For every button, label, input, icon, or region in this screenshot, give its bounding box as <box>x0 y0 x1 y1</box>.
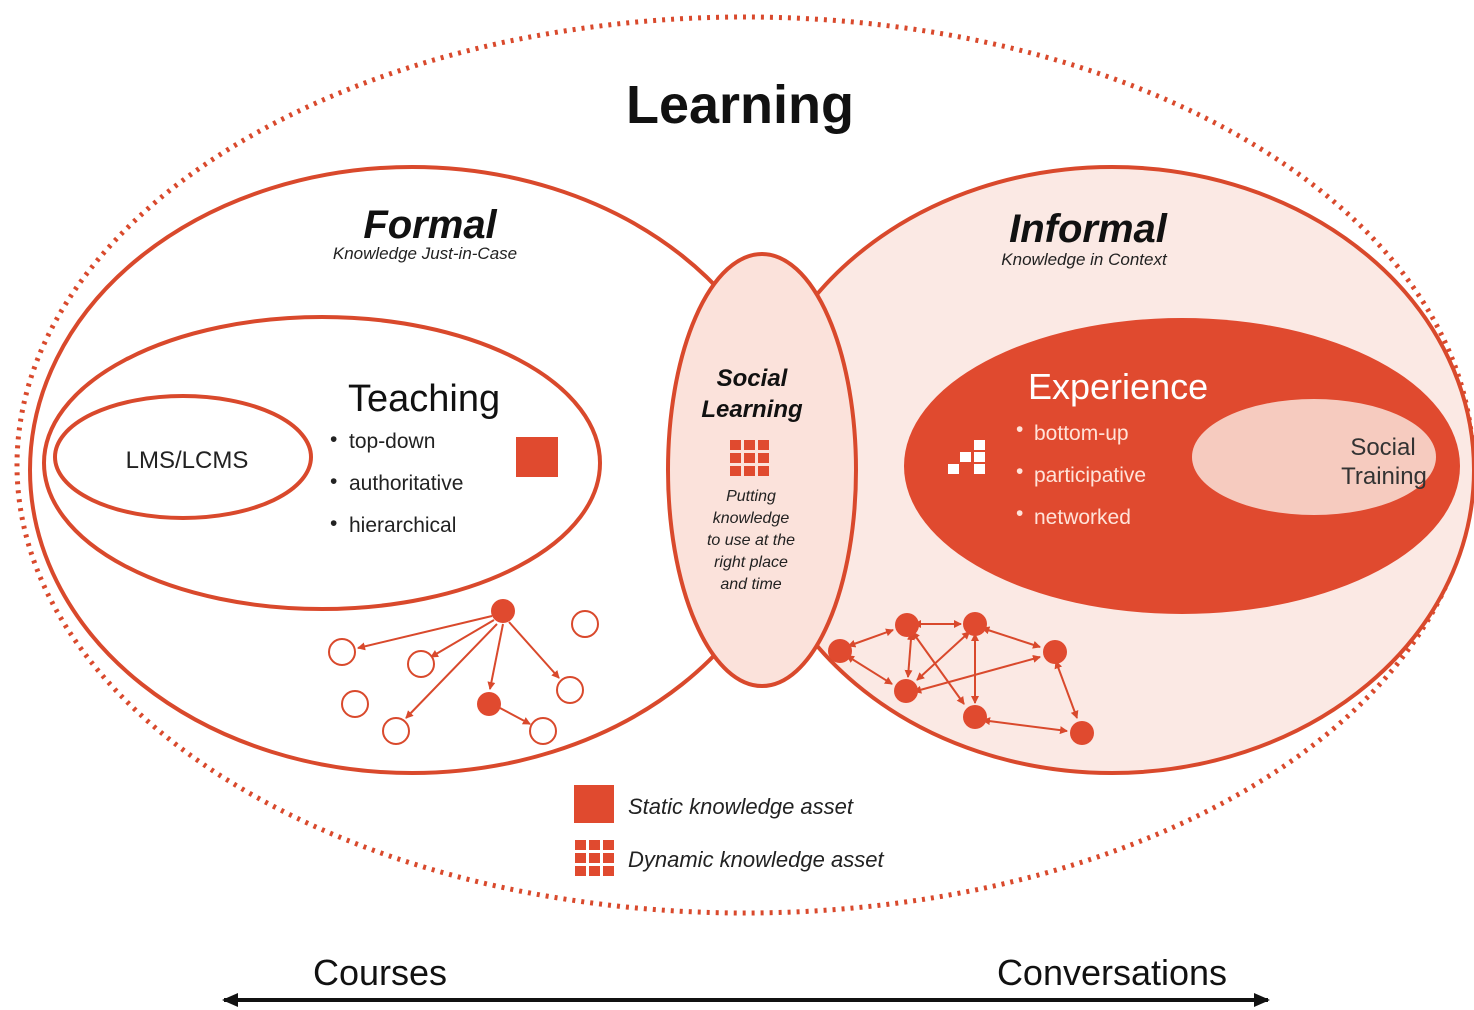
legend-static-label: Static knowledge asset <box>628 794 854 819</box>
experience-bullet: bottom-up <box>1034 422 1129 445</box>
network-node <box>571 610 599 638</box>
teaching-bullets: • top-down • authoritative • hierarchica… <box>330 428 463 537</box>
experience-ellipse <box>904 318 1460 614</box>
teaching-heading: Teaching <box>348 378 500 420</box>
teaching-bullet: authoritative <box>349 472 463 495</box>
experience-heading: Experience <box>1028 366 1208 407</box>
svg-text:•: • <box>330 470 337 493</box>
network-node <box>556 676 584 704</box>
legend-dynamic-swatch <box>575 840 614 876</box>
network-node <box>963 705 987 729</box>
social-learning-description: to use at the <box>707 532 795 549</box>
network-node <box>1043 640 1067 664</box>
teaching-ellipse <box>42 315 602 611</box>
lms-label: LMS/LCMS <box>126 447 249 474</box>
network-node <box>1070 721 1094 745</box>
social-training-ellipse <box>1192 399 1436 515</box>
social-learning-heading: Social <box>717 365 789 392</box>
network-node <box>895 613 919 637</box>
network-node <box>963 612 987 636</box>
social-learning-description: knowledge <box>713 510 790 527</box>
network-node <box>894 679 918 703</box>
static-asset-icon <box>516 437 558 477</box>
network-node <box>477 692 501 716</box>
scattered-asset-icon <box>948 440 985 474</box>
svg-text:•: • <box>330 512 337 535</box>
social-learning-description: right place <box>714 554 788 571</box>
informal-heading: Informal <box>1009 207 1168 251</box>
network-node <box>341 690 369 718</box>
legend-static-swatch <box>574 785 614 823</box>
diagram-title: Learning <box>626 75 854 135</box>
network-node <box>328 638 356 666</box>
teaching-bullet: hierarchical <box>349 514 456 537</box>
formal-subtitle: Knowledge Just-in-Case <box>333 244 517 263</box>
social-learning-description: Putting <box>726 488 776 505</box>
mesh-network <box>828 612 1094 745</box>
teaching-bullet: top-down <box>349 430 435 453</box>
axis-right-label: Conversations <box>997 952 1227 993</box>
formal-heading: Formal <box>363 203 497 247</box>
network-node <box>407 650 435 678</box>
social-learning-description: and time <box>720 576 781 593</box>
hierarchical-network <box>328 599 599 745</box>
svg-text:•: • <box>1016 418 1023 441</box>
legend-dynamic-label: Dynamic knowledge asset <box>628 847 884 872</box>
axis-left-label: Courses <box>313 952 447 993</box>
social-training-label: Training <box>1341 463 1427 490</box>
network-node <box>828 639 852 663</box>
experience-bullets: • bottom-up • participative • networked <box>1016 418 1146 529</box>
network-node <box>529 717 557 745</box>
svg-text:•: • <box>1016 460 1023 483</box>
social-training-label: Social <box>1350 434 1415 461</box>
network-node <box>382 717 410 745</box>
network-node <box>491 599 515 623</box>
dynamic-asset-icon <box>730 440 769 476</box>
informal-subtitle: Knowledge in Context <box>1001 250 1168 269</box>
svg-text:•: • <box>1016 502 1023 525</box>
lms-ellipse <box>53 394 313 520</box>
svg-text:•: • <box>330 428 337 451</box>
social-learning-heading: Learning <box>701 396 803 423</box>
experience-bullet: participative <box>1034 464 1146 487</box>
experience-bullet: networked <box>1034 506 1131 529</box>
